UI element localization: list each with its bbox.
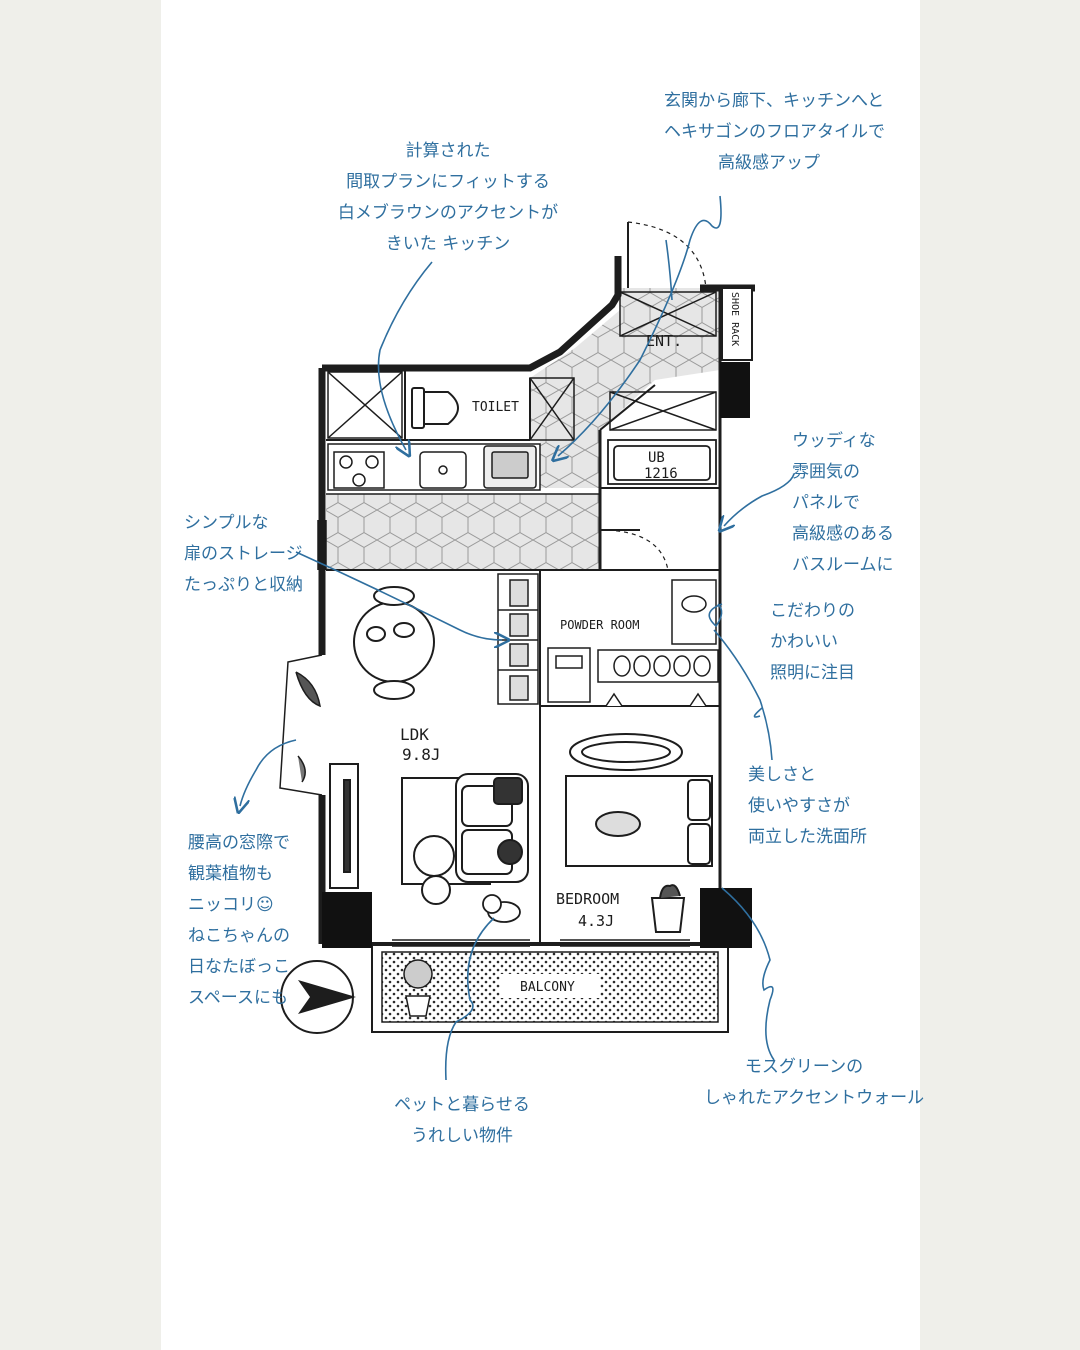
note-kitchen: 計算された 間取プランにフィットする 白メブラウンのアクセントが きいた キッチ… <box>337 141 559 254</box>
label-bedroom-name: BEDROOM <box>556 890 619 908</box>
label-bedroom-size: 4.3J <box>578 912 614 930</box>
label-ent: ENT. <box>646 332 682 350</box>
balcony-plant <box>403 959 433 1017</box>
toilet-fixture <box>411 387 459 429</box>
north-arrow-compass <box>280 960 356 1034</box>
bedroom-furniture <box>565 733 713 933</box>
label-ub-size: 1216 <box>644 466 678 482</box>
label-balcony: BALCONY <box>520 980 575 995</box>
label-ldk-size: 9.8J <box>402 745 441 764</box>
windows <box>317 520 690 947</box>
storage-shelf <box>497 573 539 705</box>
storage-cross-boxes <box>327 291 717 441</box>
note-pets: ペットと暮らせる うれしい物件 <box>394 1095 530 1146</box>
note-bathroom: ウッディな 雰囲気の パネルで 高級感のある バスルームに <box>792 431 894 575</box>
label-ub-name: UB <box>648 450 665 466</box>
shoe-rack <box>721 287 753 361</box>
label-powder-room: POWDER ROOM <box>560 618 639 632</box>
living-sofa <box>401 773 529 905</box>
note-window: 腰高の窓際で 観葉植物も ニッコリ☺ ねこちゃんの 日なたぼっこ スペースにも <box>188 833 290 1008</box>
note-accent-wall: モスグリーンの しゃれたアクセントウォール <box>704 1057 925 1108</box>
note-floor-tile: 玄関から廊下、キッチンへと ヘキサゴンのフロアタイルで 高級感アップ <box>664 91 885 173</box>
annotation-leaders <box>240 195 795 1081</box>
note-lighting: こだわりの かわいい 照明に注目 <box>770 601 855 683</box>
entrance-door <box>627 221 707 289</box>
window-plants <box>279 654 323 796</box>
balcony <box>371 943 729 1033</box>
kitchen-counter <box>327 443 541 491</box>
label-toilet: TOILET <box>472 400 519 415</box>
note-washroom: 美しさと 使いやすさが 両立した洗面所 <box>748 765 867 847</box>
tv-board <box>329 763 359 889</box>
label-ldk-name: LDK <box>400 725 429 744</box>
note-storage: シンプルな 扉のストレージ たっぷりと収納 <box>184 513 303 595</box>
label-shoe-rack: SHOE RACK <box>729 292 740 346</box>
powder-room-fixtures <box>547 579 719 707</box>
dining-table <box>353 586 435 700</box>
structural-columns <box>322 362 752 948</box>
dog-illustration <box>482 894 521 923</box>
walls <box>318 256 755 946</box>
hexagon-floor-tiles <box>326 288 720 570</box>
unit-bath <box>607 439 717 485</box>
